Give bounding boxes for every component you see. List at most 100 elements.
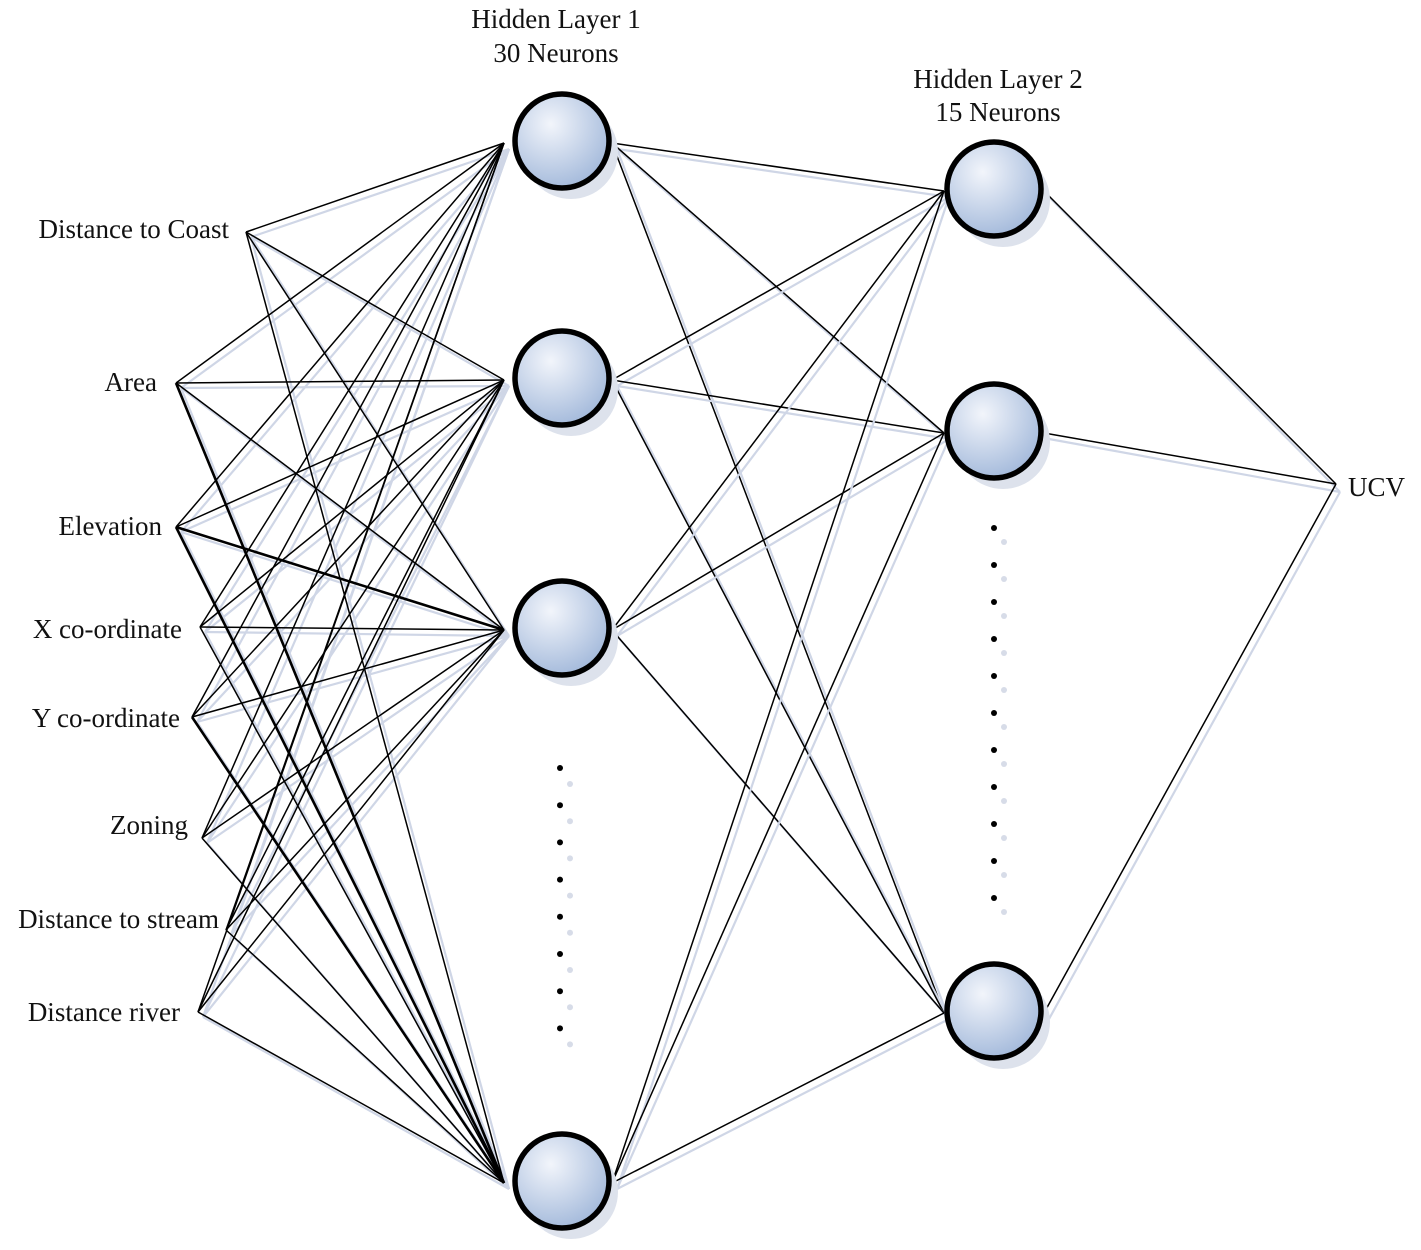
connection-input2-h1-4 bbox=[174, 382, 506, 1184]
connection-ghost-input7-h1-3 bbox=[230, 635, 510, 936]
connection-input4-h1-2 bbox=[199, 379, 505, 628]
connection-input7-h1-3 bbox=[225, 629, 505, 931]
connection-h2-1-output bbox=[1043, 190, 1337, 485]
hidden-layer-2-neuron-1 bbox=[944, 139, 1044, 239]
connection-ghost-h1-4-h2-3 bbox=[616, 1018, 950, 1190]
connection-h1-2-h2-1 bbox=[611, 190, 945, 381]
connection-input8-h1-3 bbox=[197, 629, 505, 1013]
hidden-layer-2-ellipsis bbox=[991, 525, 1007, 915]
connection-ghost-h1-2-h2-2 bbox=[616, 384, 950, 441]
connection-ghost-input8-h1-4 bbox=[202, 1016, 510, 1190]
ellipsis-dot bbox=[557, 765, 563, 771]
connection-ghost-h1-2-h2-3 bbox=[616, 385, 950, 1020]
hidden-layer-2-neurons bbox=[944, 139, 1050, 1069]
connection-ghost-h1-1-h2-1 bbox=[616, 147, 950, 199]
hidden-layer-1-neuron-4 bbox=[512, 1131, 612, 1231]
connection-input8-h1-2 bbox=[197, 379, 505, 1013]
connection-input4-h1-1 bbox=[199, 142, 505, 628]
connection-h1-4-h2-2 bbox=[611, 432, 945, 1184]
connection-input6-h1-1 bbox=[201, 142, 505, 839]
connection-ghost-h1-1-h2-2 bbox=[616, 148, 950, 440]
input-to-hidden1-connections bbox=[174, 142, 511, 1190]
connection-ghost-h2-1-output bbox=[1048, 196, 1341, 493]
ellipsis-dot-ghost bbox=[567, 967, 573, 973]
input-label-distance-to-stream: Distance to stream bbox=[18, 904, 219, 934]
connection-ghost-h1-2-h2-1 bbox=[616, 196, 950, 387]
ellipsis-dot-ghost bbox=[1001, 650, 1007, 656]
connection-input7-h1-4 bbox=[225, 929, 505, 1184]
connection-ghost-h1-3-h2-2 bbox=[616, 438, 950, 637]
connection-ghost-input3-h1-3 bbox=[180, 530, 510, 638]
connection-input6-h1-3 bbox=[201, 629, 505, 839]
connection-input4-h1-4 bbox=[199, 626, 505, 1184]
connection-h1-3-h2-1 bbox=[611, 190, 945, 631]
hidden2-to-output-connections bbox=[1043, 190, 1341, 1020]
ellipsis-dot-ghost bbox=[1001, 687, 1007, 693]
ellipsis-dot-ghost bbox=[1001, 576, 1007, 582]
connection-ghost-input6-h1-2 bbox=[206, 385, 510, 844]
connection-h1-2-h2-2 bbox=[611, 379, 945, 434]
connection-ghost-h1-4-h2-1 bbox=[615, 196, 951, 1190]
ellipsis-dot bbox=[557, 951, 563, 957]
connection-input8-h1-1 bbox=[197, 142, 505, 1013]
connection-ghost-input8-h1-3 bbox=[202, 635, 510, 1018]
connection-ghost-input4-h1-4 bbox=[204, 631, 510, 1190]
connection-input2-h1-2 bbox=[175, 379, 505, 384]
connection-ghost-input8-h1-2 bbox=[202, 385, 510, 1018]
connection-h1-3-h2-2 bbox=[611, 432, 945, 631]
ellipsis-dot bbox=[557, 802, 563, 809]
connection-h1-3-h2-3 bbox=[611, 629, 945, 1014]
ellipsis-dot bbox=[991, 525, 997, 531]
ellipsis-dot-ghost bbox=[1001, 761, 1007, 767]
connection-ghost-input5-h1-2 bbox=[196, 385, 510, 723]
connection-ghost-input6-h1-3 bbox=[206, 635, 510, 844]
input-label-distance-to-coast: Distance to Coast bbox=[39, 214, 230, 244]
ellipsis-dot bbox=[557, 839, 563, 846]
ellipsis-dot bbox=[557, 913, 563, 920]
connection-ghost-input5-h1-1 bbox=[196, 148, 510, 723]
connection-ghost-h1-4-h2-2 bbox=[615, 438, 951, 1190]
ellipsis-dot-ghost bbox=[1001, 724, 1007, 730]
ellipsis-dot bbox=[991, 784, 997, 790]
connection-ghost-input2-h1-1 bbox=[180, 148, 510, 389]
ellipsis-dot-ghost bbox=[1001, 835, 1007, 841]
connection-h1-4-h2-1 bbox=[611, 190, 945, 1184]
input-label-area: Area bbox=[105, 367, 157, 397]
hidden1-to-hidden2-connections bbox=[611, 142, 951, 1190]
input-label-zoning: Zoning bbox=[110, 810, 188, 840]
ellipsis-dot bbox=[991, 895, 997, 901]
connection-ghost-h1-3-h2-1 bbox=[616, 196, 950, 637]
connection-input1-h1-4 bbox=[245, 231, 505, 1184]
ellipsis-dot bbox=[991, 562, 997, 568]
ellipsis-dot-ghost bbox=[1001, 872, 1007, 878]
ellipsis-dot-ghost bbox=[567, 929, 573, 936]
connection-input3-h1-3 bbox=[175, 525, 505, 632]
ellipsis-dot bbox=[991, 710, 997, 716]
connection-input1-h1-2 bbox=[245, 231, 505, 381]
hidden-layer-2-neuron-count: 15 Neurons bbox=[935, 97, 1060, 127]
connection-ghost-input2-h1-4 bbox=[179, 387, 511, 1190]
connection-ghost-input1-h1-1 bbox=[250, 147, 510, 239]
ellipsis-dot-ghost bbox=[567, 818, 573, 825]
output-label-ucv: UCV bbox=[1348, 472, 1406, 502]
connection-input7-h1-2 bbox=[225, 379, 505, 931]
connection-h1-2-h2-3 bbox=[611, 379, 945, 1014]
connection-input5-h1-1 bbox=[191, 142, 505, 718]
ellipsis-dot bbox=[991, 821, 997, 827]
connection-input8-h1-4 bbox=[197, 1011, 505, 1184]
hidden-layer-1-neuron-2 bbox=[512, 328, 612, 428]
hidden-layer-1-neuron-count: 30 Neurons bbox=[493, 38, 618, 68]
input-label-x-coordinate: X co-ordinate bbox=[33, 614, 182, 644]
ellipsis-dot bbox=[991, 858, 997, 864]
ellipsis-dot bbox=[991, 636, 997, 642]
connection-ghost-input1-h1-4 bbox=[249, 236, 511, 1190]
ellipsis-dot-ghost bbox=[567, 781, 573, 787]
connection-input4-h1-3 bbox=[199, 626, 505, 631]
hidden-layer-2-title: Hidden Layer 2 bbox=[913, 64, 1082, 94]
ellipsis-dot-ghost bbox=[567, 892, 573, 899]
ellipsis-dot-ghost bbox=[567, 1004, 573, 1011]
connection-input5-h1-3 bbox=[191, 629, 505, 718]
connection-input1-h1-3 bbox=[245, 231, 505, 631]
connection-ghost-input1-h1-3 bbox=[250, 236, 510, 637]
